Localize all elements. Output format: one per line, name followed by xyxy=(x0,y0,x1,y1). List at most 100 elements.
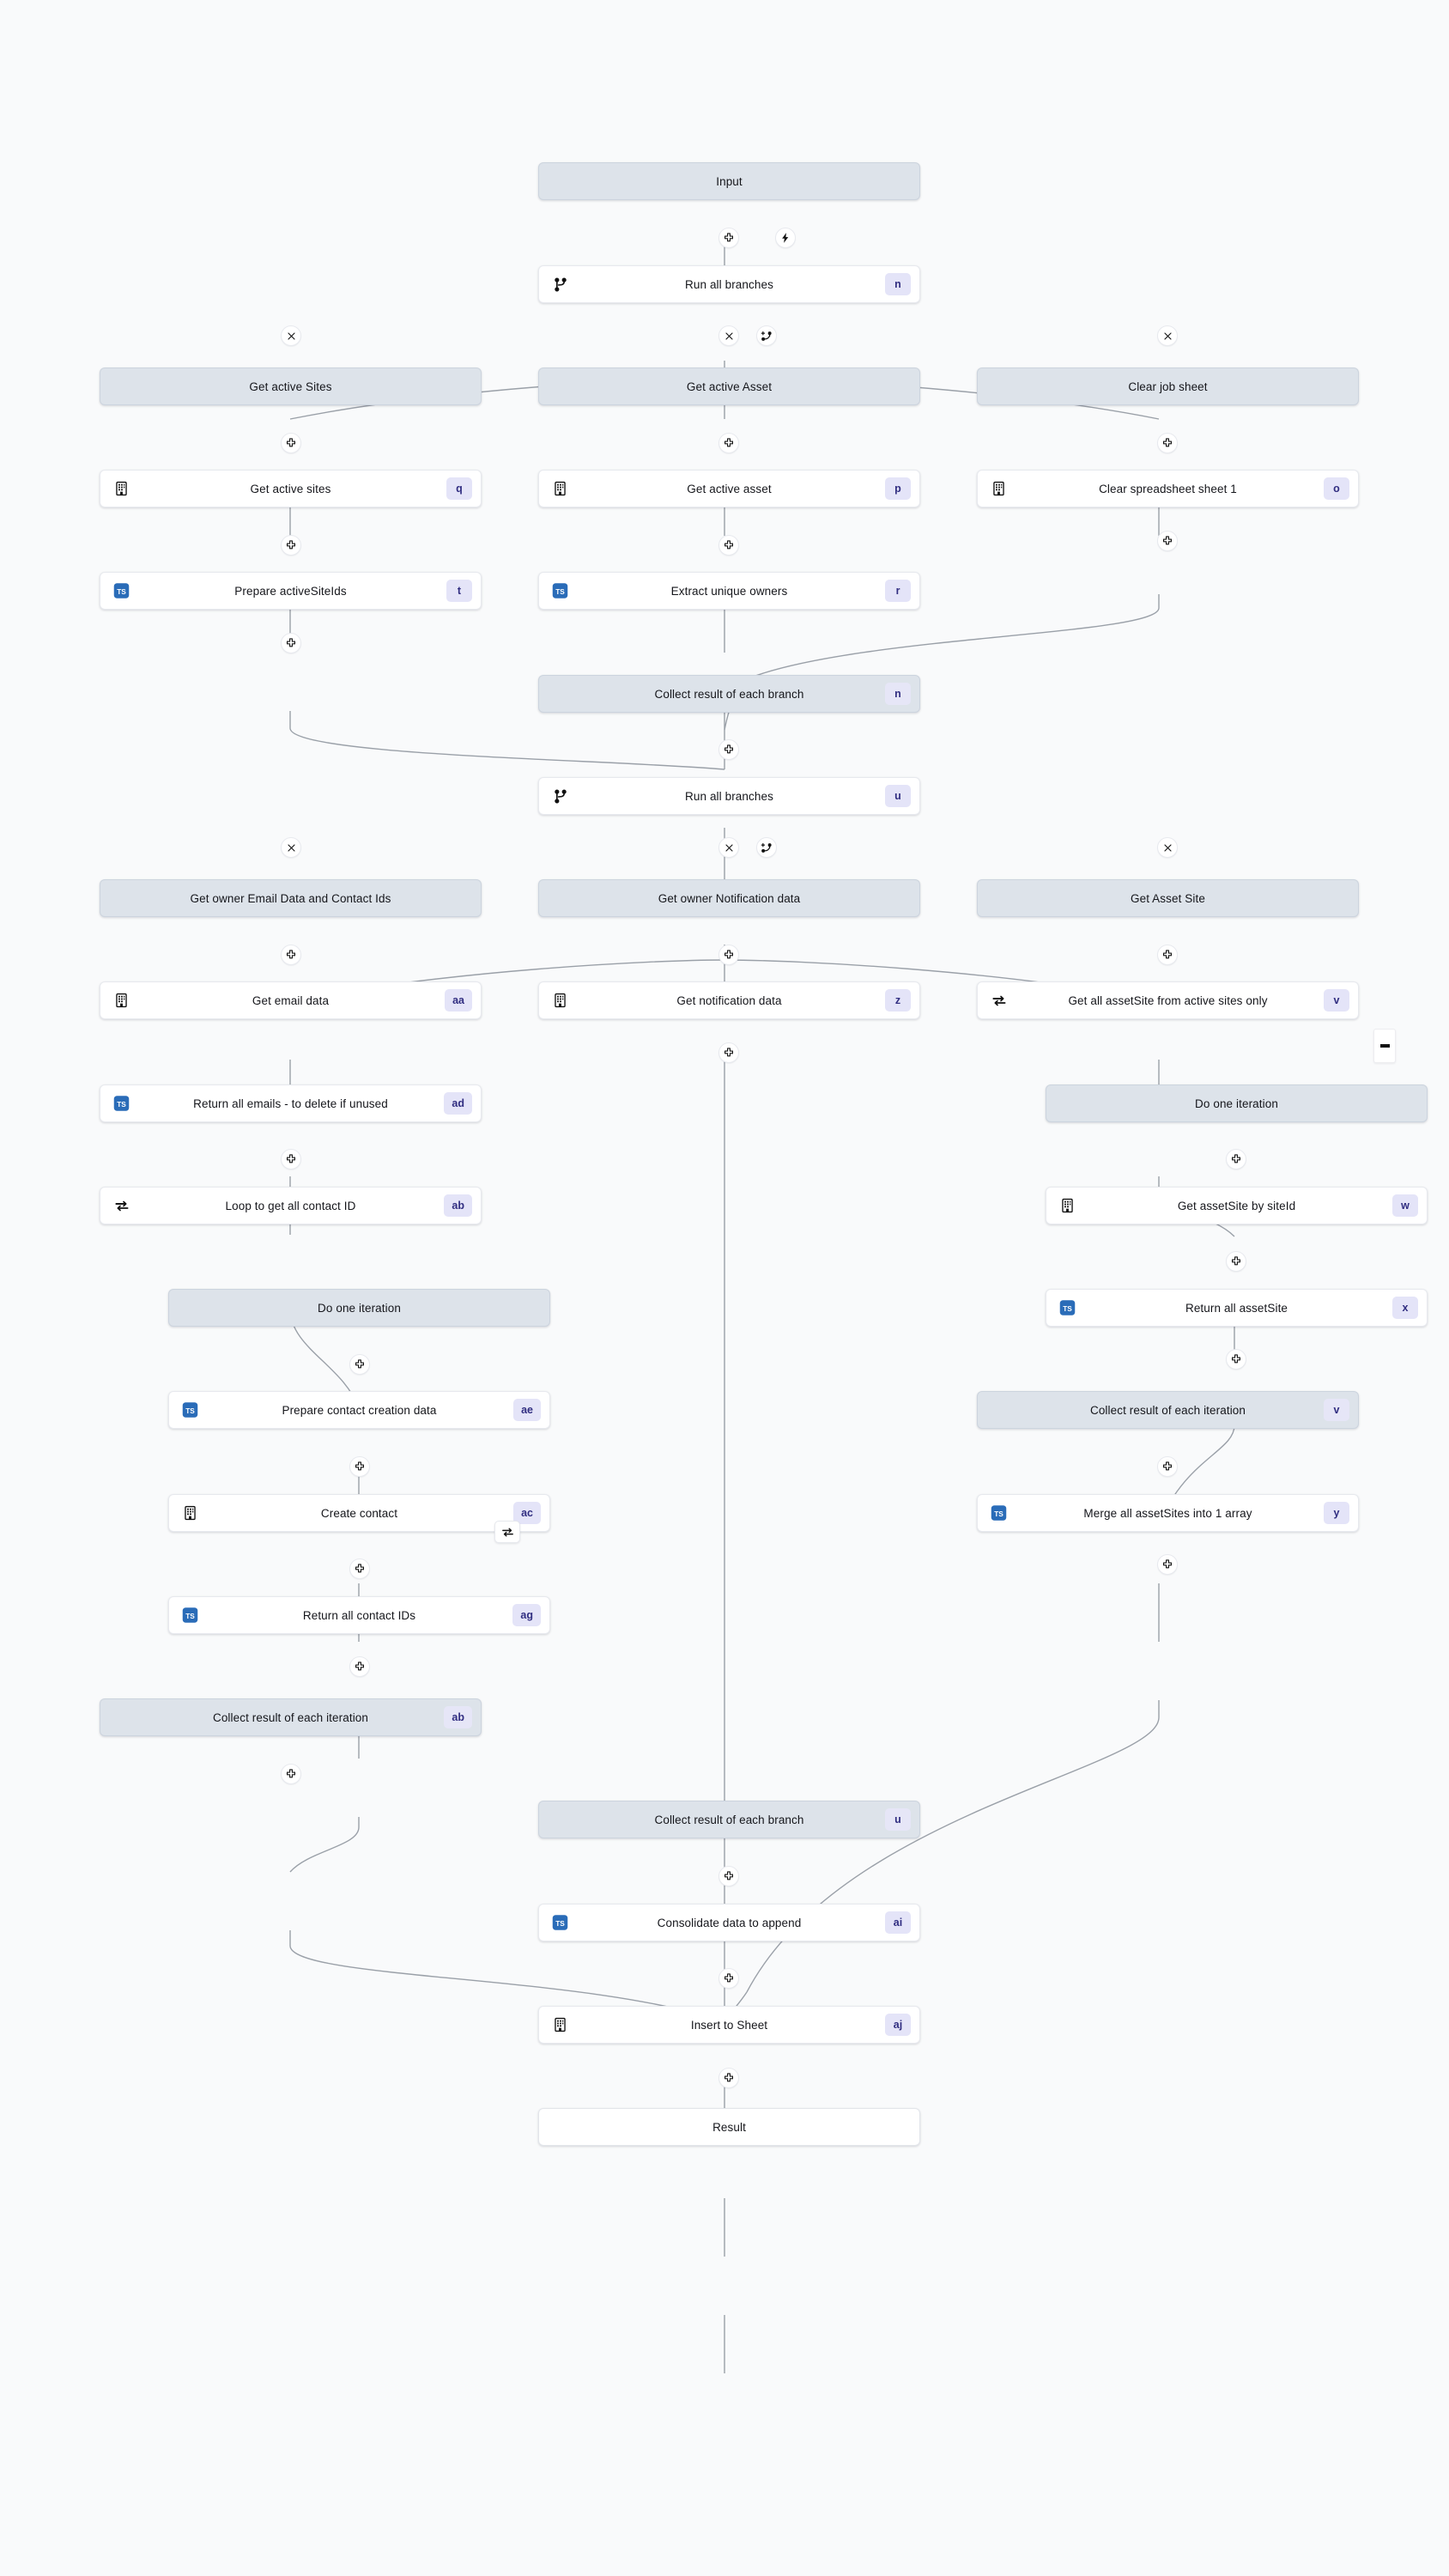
plus-handle[interactable] xyxy=(349,1354,370,1375)
node-get_all_assetsite_active[interactable]: Get all assetSite from active sites only… xyxy=(977,981,1359,1019)
add-branch-handle[interactable] xyxy=(756,837,777,858)
node-grp_do_one_iteration_right[interactable]: Do one iteration xyxy=(1046,1084,1428,1122)
node-label: Collect result of each branch xyxy=(654,1813,804,1826)
node-badge[interactable]: u xyxy=(885,785,911,807)
plus-handle[interactable] xyxy=(349,1656,370,1677)
node-badge[interactable]: p xyxy=(885,477,911,500)
right-edge-panel-chip[interactable] xyxy=(1373,1029,1396,1063)
plus-handle[interactable] xyxy=(718,228,739,248)
node-badge[interactable]: n xyxy=(885,273,911,295)
close-handle[interactable] xyxy=(1157,325,1178,346)
node-badge[interactable]: aa xyxy=(445,989,472,1012)
node-grp_get_active_sites[interactable]: Get active Sites xyxy=(100,368,482,405)
plus-handle[interactable] xyxy=(281,945,301,965)
plus-handle[interactable] xyxy=(718,2068,739,2088)
node-badge[interactable]: ac xyxy=(513,1502,541,1524)
plus-handle[interactable] xyxy=(1157,945,1178,965)
close-handle[interactable] xyxy=(718,325,739,346)
node-grp_get_active_asset[interactable]: Get active Asset xyxy=(538,368,920,405)
node-badge[interactable]: z xyxy=(885,989,911,1012)
node-grp_owner_notification[interactable]: Get owner Notification data xyxy=(538,879,920,917)
close-handle[interactable] xyxy=(1157,837,1178,858)
node-grp_owner_email_contact[interactable]: Get owner Email Data and Contact Ids xyxy=(100,879,482,917)
node-badge[interactable]: ab xyxy=(444,1194,472,1217)
node-badge[interactable]: ad xyxy=(444,1092,472,1115)
node-badge[interactable]: v xyxy=(1324,989,1349,1012)
node-badge[interactable]: q xyxy=(446,477,472,500)
node-result[interactable]: Result xyxy=(538,2108,920,2146)
node-grp_clear_job_sheet[interactable]: Clear job sheet xyxy=(977,368,1359,405)
node-badge[interactable]: aj xyxy=(885,2014,911,2036)
plus-handle[interactable] xyxy=(718,945,739,965)
plus-handle[interactable] xyxy=(718,739,739,760)
close-handle[interactable] xyxy=(281,325,301,346)
plus-handle[interactable] xyxy=(281,433,301,453)
plus-handle[interactable] xyxy=(281,1149,301,1170)
plus-handle[interactable] xyxy=(1157,1554,1178,1575)
node-grp_do_one_iteration_left[interactable]: Do one iteration xyxy=(168,1289,550,1327)
node-badge[interactable]: ag xyxy=(512,1604,541,1626)
plus-handle[interactable] xyxy=(281,535,301,556)
node-badge[interactable]: y xyxy=(1324,1502,1349,1524)
node-badge[interactable]: ai xyxy=(885,1911,911,1934)
retry-badge[interactable] xyxy=(494,1521,520,1543)
add-branch-handle[interactable] xyxy=(756,325,777,346)
node-badge[interactable]: r xyxy=(885,580,911,602)
node-badge[interactable]: o xyxy=(1324,477,1349,500)
node-badge[interactable]: ab xyxy=(444,1706,472,1728)
plus-handle[interactable] xyxy=(349,1456,370,1477)
plus-handle[interactable] xyxy=(1226,1349,1246,1370)
close-handle[interactable] xyxy=(718,837,739,858)
plus-handle[interactable] xyxy=(718,1968,739,1989)
plus-handle[interactable] xyxy=(718,1042,739,1063)
close-handle[interactable] xyxy=(281,837,301,858)
plus-handle[interactable] xyxy=(718,535,739,556)
node-badge[interactable]: v xyxy=(1324,1399,1349,1421)
node-badge[interactable]: x xyxy=(1392,1297,1418,1319)
plus-handle[interactable] xyxy=(718,1866,739,1886)
node-badge[interactable]: w xyxy=(1392,1194,1418,1217)
node-input[interactable]: Input xyxy=(538,162,920,200)
bolt-handle[interactable] xyxy=(775,228,796,248)
plus-handle[interactable] xyxy=(281,633,301,653)
plus-handle[interactable] xyxy=(1226,1251,1246,1272)
node-collect_branch_2[interactable]: Collect result of each branch u xyxy=(538,1801,920,1838)
node-badge[interactable]: ae xyxy=(513,1399,541,1421)
plus-handle[interactable] xyxy=(1157,1456,1178,1477)
plus-handle[interactable] xyxy=(281,1764,301,1784)
plus-icon xyxy=(287,638,295,647)
node-badge[interactable]: n xyxy=(885,683,911,705)
svg-text:TS: TS xyxy=(1063,1304,1072,1313)
plus-handle[interactable] xyxy=(1157,531,1178,551)
plus-handle[interactable] xyxy=(1157,433,1178,453)
node-badge[interactable]: u xyxy=(885,1808,911,1831)
plus-handle[interactable] xyxy=(349,1558,370,1579)
node-grp_asset_site[interactable]: Get Asset Site xyxy=(977,879,1359,917)
plus-handle[interactable] xyxy=(718,433,739,453)
plus-handle[interactable] xyxy=(1226,1149,1246,1170)
node-badge[interactable]: t xyxy=(446,580,472,602)
